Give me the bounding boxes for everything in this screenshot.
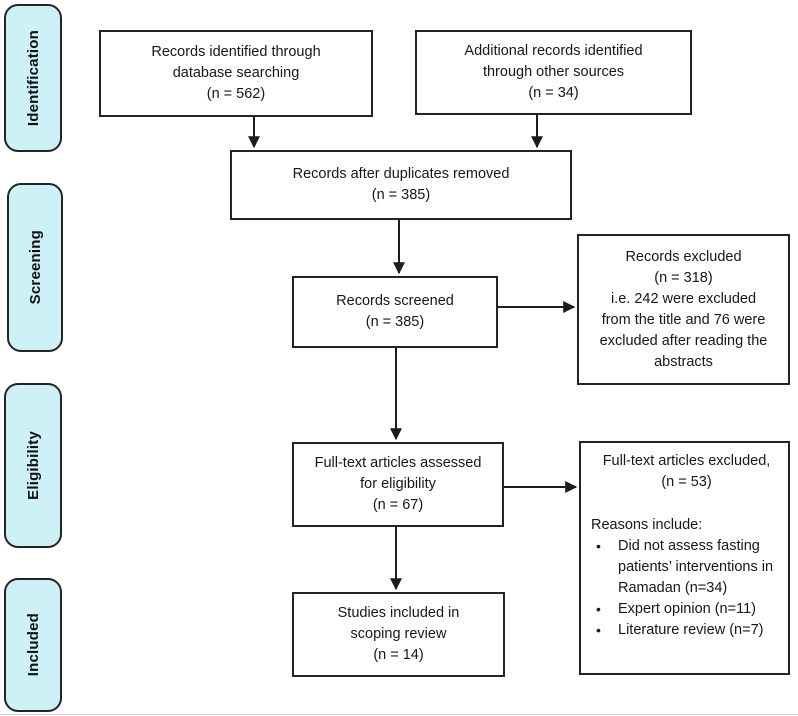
box-text-line: Records screened xyxy=(336,293,454,309)
box-text-line: Full-text articles assessed xyxy=(314,455,482,471)
box-text-line: Studies included in xyxy=(337,605,460,621)
box-text-line: for eligibility xyxy=(360,476,436,492)
box-fulltext-excluded: Full-text articles excluded, (n = 53) Re… xyxy=(579,441,790,675)
bullet-icon: • xyxy=(596,601,601,617)
stage-included-label: Included xyxy=(24,613,42,677)
reason-text: Did not assess fasting patients’ interve… xyxy=(618,538,774,596)
box-text-line: i.e. 242 were excluded xyxy=(610,290,757,307)
box-duplicates-removed: Records after duplicates removed (n = 38… xyxy=(230,150,572,220)
box-text-line: (n = 14) xyxy=(373,647,424,663)
box-text-line: Records excluded xyxy=(625,248,742,265)
reason-item: • Did not assess fasting patients’ inter… xyxy=(591,536,782,599)
stage-screening: Screening xyxy=(7,183,63,352)
box-text-line: Records after duplicates removed xyxy=(292,166,510,182)
box-text-line: through other sources xyxy=(482,64,625,80)
box-records-excluded: Records excluded (n = 318) i.e. 242 were… xyxy=(577,234,790,385)
bullet-icon: • xyxy=(596,622,601,638)
box-fulltext-assessed: Full-text articles assessed for eligibil… xyxy=(292,442,504,527)
box-text-line: database searching xyxy=(172,65,300,81)
box-text-line: (n = 318) xyxy=(654,269,713,286)
box-text-line: Additional records identified xyxy=(464,43,643,59)
reason-item: • Expert opinion (n=11) xyxy=(591,599,782,620)
reasons-label: Reasons include: xyxy=(591,517,703,533)
reason-text: Literature review (n=7) xyxy=(618,622,764,638)
reason-text: Expert opinion (n=11) xyxy=(618,601,756,617)
box-text-line: (n = 67) xyxy=(372,497,424,513)
stage-identification: Identification xyxy=(4,4,62,152)
box-text-line: (n = 53) xyxy=(661,474,712,490)
reason-item: • Literature review (n=7) xyxy=(591,620,782,641)
stage-eligibility-label: Eligibility xyxy=(24,431,42,500)
box-text-line: Records identified through xyxy=(151,44,321,60)
stage-screening-label: Screening xyxy=(26,230,44,305)
box-studies-included: Studies included in scoping review (n = … xyxy=(292,592,505,677)
box-text-line: (n = 385) xyxy=(365,314,425,330)
stage-included: Included xyxy=(4,578,62,712)
stage-identification-label: Identification xyxy=(24,29,42,127)
box-text-line: (n = 34) xyxy=(528,85,579,101)
box-records-screened: Records screened (n = 385) xyxy=(292,276,498,348)
bullet-icon: • xyxy=(596,538,601,554)
box-text-line: scoping review xyxy=(350,626,447,642)
box-text-line: from the title and 76 were xyxy=(601,311,766,328)
box-records-identified: Records identified through database sear… xyxy=(99,30,373,117)
box-text-line: (n = 385) xyxy=(371,187,431,203)
stage-eligibility: Eligibility xyxy=(4,383,62,548)
box-text-line: (n = 562) xyxy=(206,86,266,102)
figure-bottom-edge xyxy=(0,714,798,715)
box-additional-records: Additional records identified through ot… xyxy=(415,30,692,115)
box-text-line: Full-text articles excluded, xyxy=(602,453,771,469)
box-text-line: abstracts xyxy=(654,353,713,370)
box-text-line: excluded after reading the xyxy=(599,332,768,349)
